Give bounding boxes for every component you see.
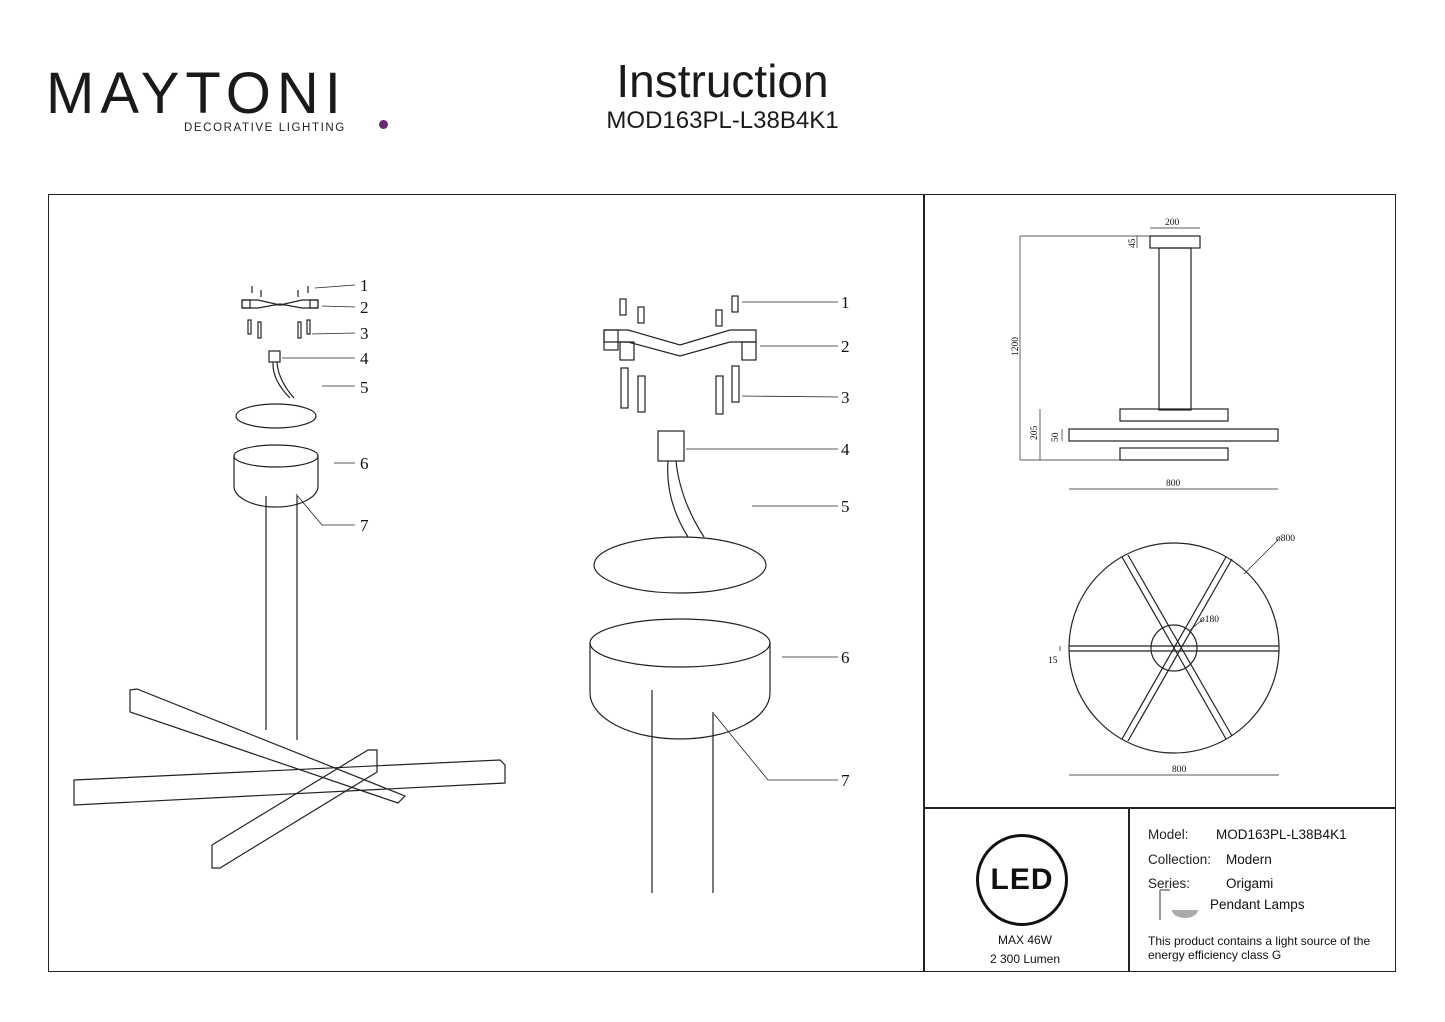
large-canopy bbox=[589, 618, 771, 740]
large-callout-5: 5 bbox=[841, 497, 850, 516]
max-power: MAX 46W bbox=[997, 933, 1052, 947]
large-screws-top bbox=[619, 295, 739, 327]
large-callout-leaders bbox=[686, 301, 839, 781]
large-callout-2: 2 bbox=[841, 337, 850, 356]
small-callout-2: 2 bbox=[360, 298, 369, 317]
small-assembly-diagram bbox=[73, 284, 506, 869]
large-terminal-block bbox=[657, 430, 685, 462]
large-wires bbox=[667, 460, 705, 538]
spec-series-value: Origami bbox=[1226, 876, 1274, 891]
dim-top-width-800: 800 bbox=[1172, 765, 1187, 775]
side-view-drawing bbox=[1019, 227, 1279, 490]
spec-model-label: Model: bbox=[1148, 827, 1189, 842]
spec-model-value: MOD163PL-L38B4K1 bbox=[1216, 827, 1347, 842]
led-badge: LED bbox=[976, 834, 1068, 926]
dim-bar-height: 50 bbox=[1051, 432, 1061, 442]
small-callout-3: 3 bbox=[360, 324, 369, 343]
page-title: Instruction bbox=[616, 55, 829, 107]
large-callout-4: 4 bbox=[841, 440, 850, 459]
small-canopy bbox=[233, 444, 319, 508]
large-callout-3: 3 bbox=[841, 388, 850, 407]
brand-logo: MAYTONI DECORATIVE LIGHTING bbox=[46, 61, 388, 142]
small-wall-anchors bbox=[247, 319, 311, 339]
dim-top-width: 200 bbox=[1165, 218, 1180, 228]
pendant-lamp-icon bbox=[1159, 889, 1198, 920]
small-callout-1: 1 bbox=[360, 276, 369, 295]
large-callout-7: 7 bbox=[841, 771, 850, 790]
small-light-bars bbox=[73, 688, 506, 869]
dim-side-width: 800 bbox=[1166, 479, 1181, 489]
frame-divider-vertical bbox=[923, 194, 925, 972]
large-callout-1: 1 bbox=[841, 293, 850, 312]
header-model: MOD163PL-L38B4K1 bbox=[606, 107, 839, 134]
large-wall-anchors bbox=[620, 365, 740, 415]
small-mounting-bracket bbox=[241, 299, 319, 309]
frame-divider-horizontal bbox=[923, 807, 1396, 809]
spec-collection-value: Modern bbox=[1226, 852, 1272, 867]
dim-canopy-height: 45 bbox=[1128, 238, 1138, 248]
small-terminal-block bbox=[268, 350, 281, 363]
spec-collection-label: Collection: bbox=[1148, 852, 1212, 867]
small-mounting-plate bbox=[235, 403, 317, 429]
dim-total-height: 1200 bbox=[1011, 337, 1021, 356]
energy-class-note: This product contains a light source of … bbox=[1148, 934, 1371, 962]
spec-divider bbox=[1128, 807, 1130, 972]
small-screws-top bbox=[251, 286, 309, 297]
small-callout-5: 5 bbox=[360, 378, 369, 397]
brand-name: MAYTONI bbox=[46, 61, 347, 126]
spec-series-label: Series: bbox=[1148, 876, 1191, 891]
top-view-drawing bbox=[1059, 539, 1280, 776]
large-mounting-plate bbox=[593, 536, 767, 594]
small-callout-4: 4 bbox=[360, 349, 369, 368]
large-assembly-diagram bbox=[589, 295, 839, 893]
small-callout-6: 6 bbox=[360, 454, 369, 473]
small-wires bbox=[272, 361, 295, 399]
large-mounting-bracket bbox=[603, 329, 757, 361]
brand-tagline: DECORATIVE LIGHTING bbox=[184, 122, 346, 134]
dim-diameter: ø800 bbox=[1276, 534, 1295, 544]
drawing-frame bbox=[48, 194, 1396, 972]
dim-lamp-height: 205 bbox=[1030, 426, 1040, 441]
dim-bar-width: 15 bbox=[1048, 656, 1058, 666]
small-callout-7: 7 bbox=[360, 516, 369, 535]
large-callout-6: 6 bbox=[841, 648, 850, 667]
spec-type-value: Pendant Lamps bbox=[1210, 897, 1305, 912]
small-callout-leaders bbox=[282, 284, 356, 526]
brand-accent-dot bbox=[379, 120, 388, 129]
dim-hub-diameter: ø180 bbox=[1200, 615, 1219, 625]
lumen-output: 2 300 Lumen bbox=[989, 952, 1061, 966]
